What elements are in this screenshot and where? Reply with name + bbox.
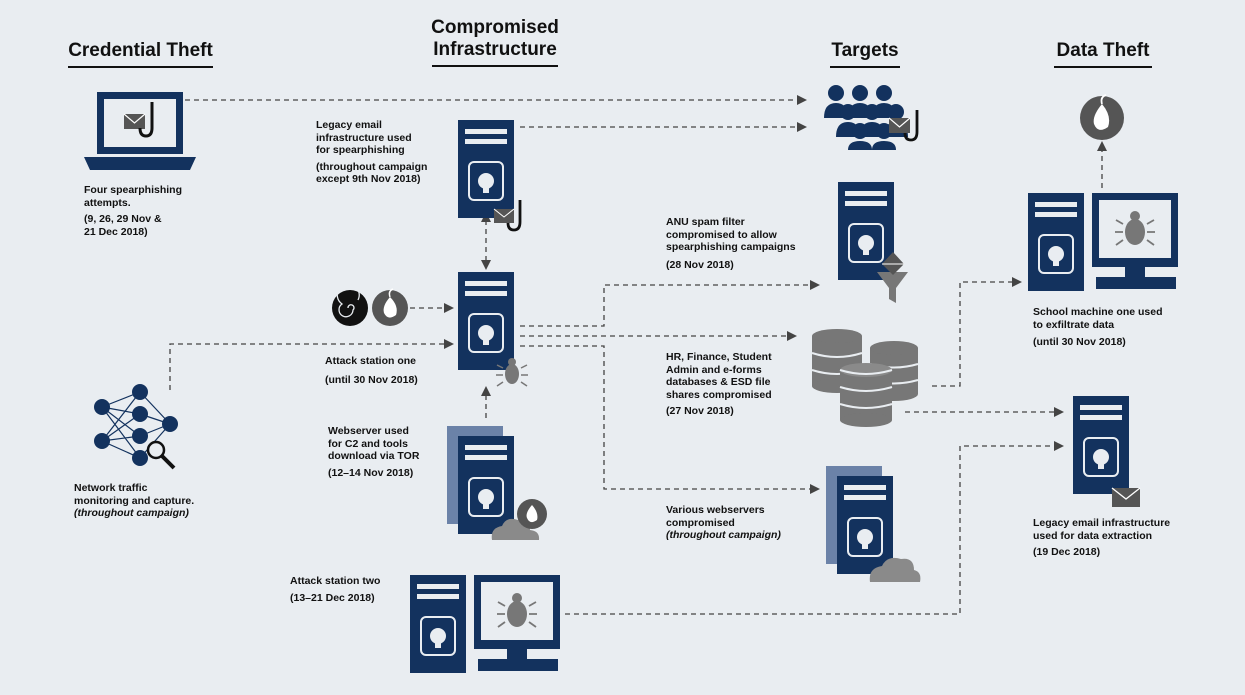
bug-icon [497, 593, 537, 628]
email-icon [123, 113, 146, 129]
magnifier-icon [146, 440, 176, 470]
header-compromised-infrastructure: Compromised Infrastructure [410, 17, 580, 67]
label-line: except 9th Nov 2018) [316, 173, 421, 185]
email-icon [888, 117, 911, 133]
connector-attack1-to-webservers [520, 345, 820, 494]
label-line: shares compromised [666, 388, 772, 401]
tor-onion-icon [372, 288, 408, 326]
label-line: Various webservers [666, 504, 765, 516]
label-line: download via TOR [328, 450, 420, 462]
users-group-icon [824, 85, 908, 150]
email-icon [1111, 487, 1141, 507]
label-line: (28 Nov 2018) [666, 258, 734, 271]
label-network: Network traffic monitoring and capture. … [74, 482, 194, 520]
label-line: Attack station one [325, 355, 417, 367]
label-school-machine: School machine one used to exfiltrate da… [1033, 306, 1163, 349]
spiral-malware-icon [1080, 94, 1124, 140]
label-line: attempts. [84, 196, 131, 209]
label-spam-filter: ANU spam filter compromised to allow spe… [666, 216, 796, 271]
server-tower-icon [1028, 193, 1084, 291]
server-tower-icon [458, 120, 522, 232]
label-line: compromised to allow [666, 228, 777, 241]
header-data-theft: Data Theft [1038, 40, 1168, 68]
label-legacy-email-extract: Legacy email infrastructure used for dat… [1033, 517, 1170, 559]
label-line: School machine one used [1033, 306, 1163, 318]
connector-db-to-school [932, 277, 1022, 387]
label-line: Four spearphishing [84, 184, 183, 196]
server-tower-icon [447, 426, 514, 534]
label-line: (27 Nov 2018) [666, 405, 734, 417]
label-line: (12–14 Nov 2018) [328, 466, 414, 479]
label-spearphishing: Four spearphishing attempts. (9, 26, 29 … [84, 184, 182, 238]
connector-attack2-to-legacy-extract [565, 441, 1064, 615]
label-line: (throughout campaign) [666, 529, 781, 541]
server-tower-icon [410, 575, 466, 673]
label-line: HR, Finance, Student [666, 351, 772, 363]
label-line: 21 Dec 2018) [84, 225, 148, 238]
funnel-filter-icon [877, 252, 908, 303]
label-line: compromised [666, 516, 735, 529]
label-line: databases & ESD file [666, 376, 771, 388]
label-line: used for data extraction [1033, 529, 1153, 542]
label-line: Legacy email infrastructure [1033, 517, 1171, 529]
header-credential-theft: Credential Theft [58, 40, 223, 68]
neural-network-icon [94, 384, 178, 470]
label-databases: HR, Finance, Student Admin and e-forms d… [666, 351, 772, 418]
label-line: (until 30 Nov 2018) [325, 373, 418, 386]
server-tower-icon [1073, 396, 1129, 494]
connector-attack1-to-spam [520, 280, 820, 327]
label-line: (9, 26, 29 Nov & [84, 213, 162, 225]
label-line: (throughout campaign [316, 160, 428, 173]
monitor-icon [1092, 193, 1178, 289]
label-line: Admin and e-forms [666, 363, 762, 376]
label-webserver-c2: Webserver used for C2 and tools download… [328, 425, 419, 479]
fishing-hook-icon [903, 110, 919, 142]
label-line: Attack station two [290, 575, 381, 587]
connectors [169, 95, 1107, 615]
server-tower-icon [458, 272, 514, 370]
label-attack-station-two: Attack station two (13–21 Dec 2018) [290, 575, 380, 604]
spiral-malware-icon [332, 283, 368, 326]
label-line: for spearphishing [316, 144, 405, 156]
label-line: (throughout campaign) [74, 507, 189, 519]
database-icon [811, 329, 919, 427]
label-legacy-email-spear: Legacy email infrastructure used for spe… [316, 119, 427, 186]
label-line: (13–21 Dec 2018) [290, 591, 375, 604]
header-targets: Targets [812, 40, 918, 68]
bug-icon [1115, 211, 1155, 246]
cloud-icon [869, 557, 921, 582]
label-line: infrastructure used [316, 131, 412, 144]
server-tower-icon [826, 466, 893, 574]
fishing-hook-icon [506, 200, 522, 232]
connector-network-to-attack1 [169, 339, 454, 390]
label-line: Legacy email [316, 119, 382, 131]
server-tower-icon [838, 182, 894, 280]
bug-icon [496, 358, 528, 387]
label-line: monitoring and capture. [74, 494, 195, 507]
label-line: ANU spam filter [666, 216, 745, 228]
monitor-icon [474, 575, 560, 671]
label-line: for C2 and tools [328, 437, 408, 450]
tor-onion-icon [517, 499, 547, 529]
label-line: (19 Dec 2018) [1033, 546, 1101, 558]
laptop-phishing-icon [84, 92, 196, 170]
label-line: spearphishing campaigns [666, 241, 796, 253]
label-line: Webserver used [328, 425, 409, 437]
label-various-webservers: Various webservers compromised (througho… [666, 504, 781, 542]
label-attack-station-one: Attack station one (until 30 Nov 2018) [325, 355, 418, 386]
fishing-hook-icon [138, 102, 154, 138]
label-line: to exfiltrate data [1033, 318, 1115, 331]
label-line: (until 30 Nov 2018) [1033, 336, 1126, 348]
label-line: Network traffic [74, 482, 148, 494]
